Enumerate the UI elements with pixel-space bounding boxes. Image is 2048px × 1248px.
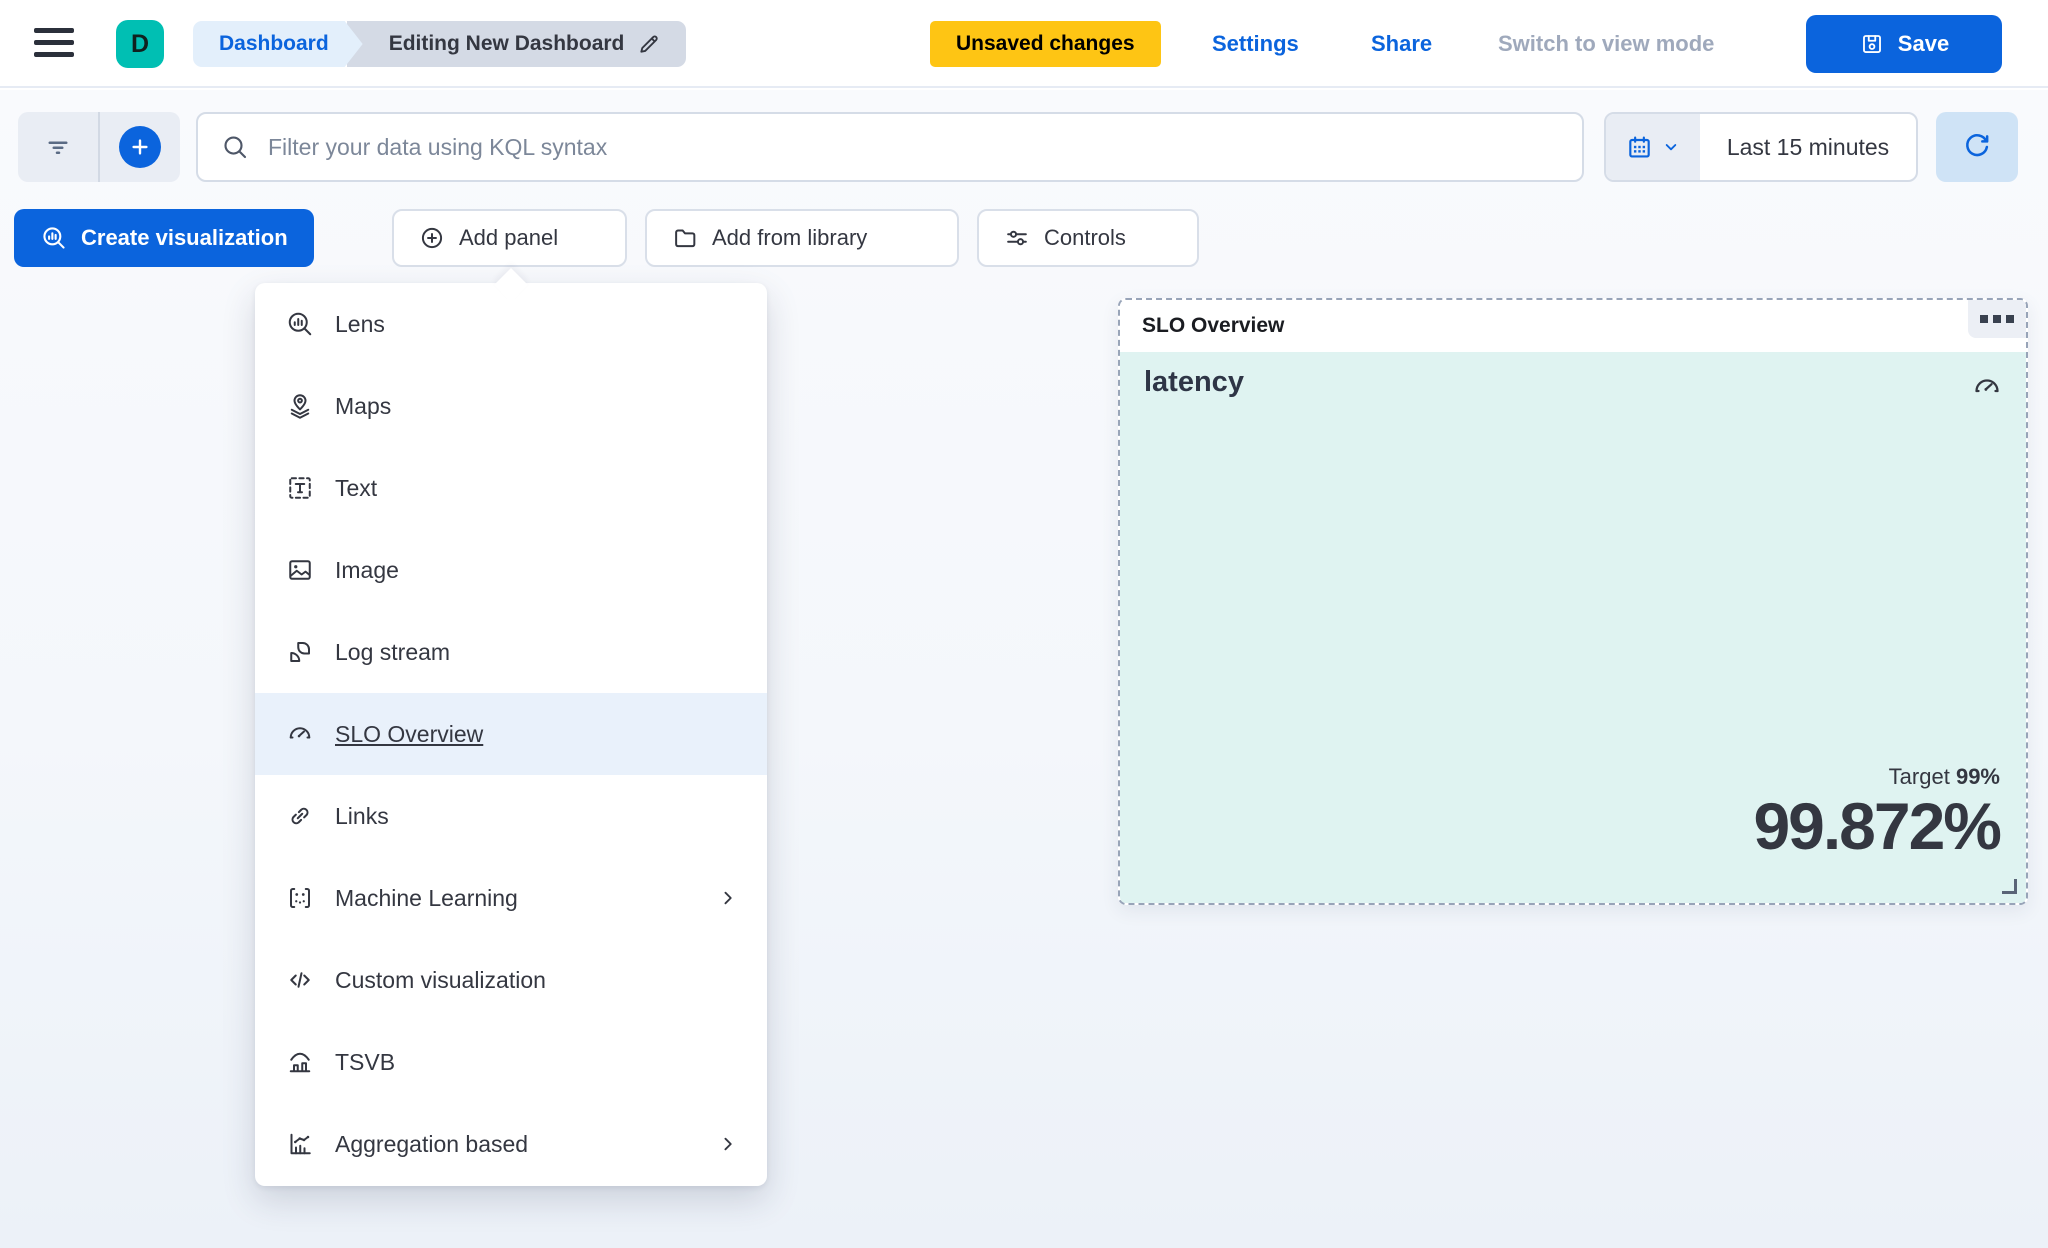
menu-item-label: Custom visualization <box>335 966 546 993</box>
add-from-library-button[interactable]: Add from library <box>645 209 959 267</box>
refresh-button[interactable] <box>1936 112 2018 182</box>
menu-item-image[interactable]: Image <box>255 529 767 611</box>
switch-to-view-mode-link[interactable]: Switch to view mode <box>1498 31 1715 56</box>
search-icon <box>220 132 250 162</box>
create-visualization-label: Create visualization <box>81 225 288 250</box>
share-link[interactable]: Share <box>1371 31 1433 56</box>
divider <box>98 112 100 182</box>
dashboard-canvas: Last 15 minutes Create visualization <box>0 90 2048 1248</box>
tsvb-icon <box>285 1047 315 1077</box>
calendar-dropdown-button[interactable] <box>1606 114 1700 180</box>
space-avatar[interactable]: D <box>116 20 164 68</box>
image-icon <box>285 555 315 585</box>
lens-icon <box>285 309 315 339</box>
menu-item-label: Links <box>335 802 389 829</box>
panel-header: SLO Overview <box>1120 300 2026 352</box>
chevron-right-icon <box>717 887 739 909</box>
breadcrumb-current[interactable]: Editing New Dashboard <box>346 21 687 67</box>
slo-overview-panel: SLO Overview latency Target <box>1118 298 2028 905</box>
menu-item-label: Maps <box>335 392 392 419</box>
save-button[interactable]: Save <box>1806 15 2002 73</box>
unsaved-changes-badge: Unsaved changes <box>930 21 1161 67</box>
menu-item-label: Lens <box>335 310 385 337</box>
folder-icon <box>671 224 699 252</box>
options-squares-icon <box>1980 315 1988 323</box>
filter-controls-group <box>18 112 180 182</box>
menu-item-lens[interactable]: Lens <box>255 283 767 365</box>
breadcrumb: Dashboard Editing New Dashboard <box>193 21 687 67</box>
sliders-icon <box>1003 224 1031 252</box>
panel-title: SLO Overview <box>1142 314 1285 337</box>
filter-button[interactable] <box>18 112 98 182</box>
menu-item-label: Image <box>335 556 399 583</box>
kql-query-input[interactable] <box>268 133 1560 161</box>
breadcrumb-current-label: Editing New Dashboard <box>388 32 625 55</box>
gauge-icon <box>1970 370 2004 404</box>
menu-item-machine-learning[interactable]: Machine Learning <box>255 857 767 939</box>
link-icon <box>285 801 315 831</box>
add-panel-menu: Lens Maps <box>255 283 767 1186</box>
machine-learning-icon <box>285 883 315 913</box>
menu-item-custom-visualization[interactable]: Custom visualization <box>255 939 767 1021</box>
time-range-picker: Last 15 minutes <box>1604 112 1918 182</box>
code-icon <box>285 965 315 995</box>
settings-link[interactable]: Settings <box>1212 31 1299 56</box>
calendar-icon <box>1625 133 1654 162</box>
log-stream-icon <box>285 637 315 667</box>
panel-options-button[interactable] <box>1968 300 2026 338</box>
plus-circle-icon <box>418 224 446 252</box>
menu-hamburger-icon[interactable] <box>34 28 74 60</box>
menu-item-log-stream[interactable]: Log stream <box>255 611 767 693</box>
slo-panel-body: latency Target 99% 99.872% <box>1120 352 2026 903</box>
menu-item-label: TSVB <box>335 1048 396 1075</box>
kql-search-bar <box>196 112 1584 182</box>
slo-value: 99.872% <box>1753 789 2002 864</box>
slo-name: latency <box>1144 366 1244 398</box>
create-visualization-button[interactable]: Create visualization <box>14 209 314 267</box>
pencil-icon <box>636 31 662 57</box>
controls-button[interactable]: Controls <box>977 209 1199 267</box>
save-button-label: Save <box>1897 31 1950 56</box>
menu-item-text[interactable]: Text <box>255 447 767 529</box>
maps-icon <box>285 391 315 421</box>
gauge-icon <box>285 719 315 749</box>
chevron-right-icon <box>717 1133 739 1155</box>
slo-metric-block: Target 99% 99.872% <box>1753 764 2002 864</box>
breadcrumb-dashboard[interactable]: Dashboard <box>193 21 363 67</box>
target-value: 99% <box>1955 764 2000 790</box>
menu-item-label: Text <box>335 474 378 501</box>
save-disk-icon <box>1859 31 1885 57</box>
menu-item-aggregation-based[interactable]: Aggregation based <box>255 1103 767 1185</box>
menu-item-maps[interactable]: Maps <box>255 365 767 447</box>
app-header: D Dashboard Editing New Dashboard Unsave… <box>0 0 2048 88</box>
menu-item-links[interactable]: Links <box>255 775 767 857</box>
lens-icon <box>40 224 68 252</box>
menu-item-label: Machine Learning <box>335 884 518 911</box>
refresh-icon <box>1961 131 1993 163</box>
add-filter-button[interactable] <box>100 112 180 182</box>
panel-resize-handle[interactable] <box>2002 879 2017 894</box>
add-panel-label: Add panel <box>459 225 559 250</box>
filter-funnel-icon <box>43 132 73 162</box>
plus-circle-filled-icon <box>119 126 161 168</box>
controls-label: Controls <box>1044 225 1126 250</box>
add-panel-button[interactable]: Add panel <box>392 209 627 267</box>
menu-item-tsvb[interactable]: TSVB <box>255 1021 767 1103</box>
aggregation-chart-icon <box>285 1129 315 1159</box>
time-range-value[interactable]: Last 15 minutes <box>1726 133 1890 160</box>
target-label: Target <box>1888 764 1950 790</box>
menu-item-slo-overview[interactable]: SLO Overview <box>255 693 767 775</box>
menu-item-label: Aggregation based <box>335 1130 529 1157</box>
menu-item-label: Log stream <box>335 638 451 665</box>
text-icon <box>285 473 315 503</box>
chevron-down-icon <box>1661 137 1681 157</box>
add-from-library-label: Add from library <box>712 225 868 250</box>
menu-item-label: SLO Overview <box>335 720 484 747</box>
